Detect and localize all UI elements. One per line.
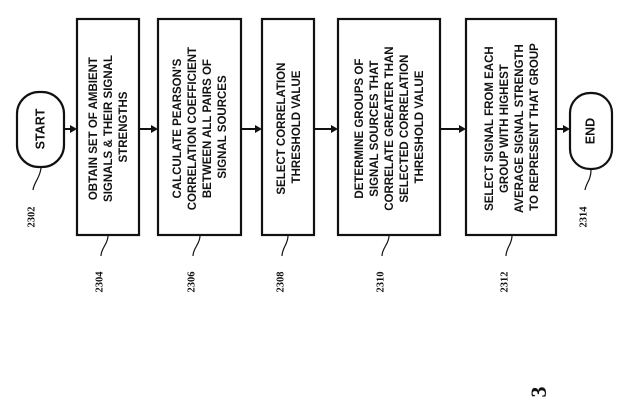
start-terminal: START bbox=[15, 90, 66, 169]
step-line: SIGNAL SOURCES bbox=[217, 75, 229, 179]
figure-label: 3 bbox=[526, 387, 551, 398]
step-line: CALCULATE PEARSON'S bbox=[172, 58, 184, 198]
start-ref-leader bbox=[32, 167, 42, 191]
step-box-2308: SELECT CORRELATION THRESHOLD VALUE bbox=[260, 17, 316, 237]
step-line: THRESHOLD VALUE bbox=[291, 70, 303, 183]
step-line: STRENGTHS bbox=[118, 91, 130, 162]
start-terminal-label: START bbox=[33, 108, 47, 149]
step-box-2306-shape bbox=[156, 17, 243, 237]
ref-leader-2304 bbox=[100, 235, 109, 257]
end-terminal-label: END bbox=[583, 118, 597, 144]
ref-number-2312: 2312 bbox=[499, 272, 510, 293]
end-ref-number: 2314 bbox=[578, 206, 589, 228]
step-line: DETERMINE GROUPS OF bbox=[354, 59, 366, 199]
step-box-2310-text: DETERMINE GROUPS OF SIGNAL SOURCES THAT … bbox=[354, 43, 426, 211]
end-terminal-shape bbox=[568, 91, 614, 171]
step-line: SELECT SIGNAL FROM EACH bbox=[484, 46, 496, 211]
step-box-2308-shape bbox=[260, 17, 316, 237]
arrow-2308-to-2310 bbox=[314, 125, 338, 133]
ref-leader-2312 bbox=[505, 235, 513, 257]
arrow-start-to-2304 bbox=[64, 125, 77, 133]
arrow-2304-to-2306 bbox=[139, 125, 158, 133]
ref-number-2310: 2310 bbox=[375, 272, 386, 293]
step-line: CORRELATE GREATER THAN bbox=[384, 46, 396, 210]
ref-leader-2306 bbox=[192, 235, 201, 257]
step-line: BETWEEN ALL PAIRS OF bbox=[202, 59, 214, 198]
end-ref-leader bbox=[584, 169, 592, 191]
step-box-2312: SELECT SIGNAL FROM EACH GROUP WITH HIGHE… bbox=[464, 17, 558, 237]
step-line: CORRELATION COEFFICIENT bbox=[187, 47, 199, 210]
step-line: AVERAGE SIGNAL STRENGTH bbox=[514, 44, 526, 213]
step-box-2310: DETERMINE GROUPS OF SIGNAL SOURCES THAT … bbox=[336, 17, 442, 237]
step-line: THRESHOLD VALUE bbox=[414, 70, 426, 183]
step-box-2306-text: CALCULATE PEARSON'S CORRELATION COEFFICI… bbox=[172, 44, 229, 211]
arrow-2312-to-end bbox=[556, 125, 570, 133]
ref-leader-2310 bbox=[381, 235, 390, 257]
step-box-2304-text: OBTAIN SET OF AMBIENT SIGNALS & THEIR SI… bbox=[88, 52, 130, 202]
ref-leader-2308 bbox=[281, 235, 289, 257]
step-line: SIGNAL SOURCES THAT bbox=[369, 60, 381, 196]
step-line: SIGNALS & THEIR SIGNAL bbox=[103, 55, 115, 202]
step-box-2312-text: SELECT SIGNAL FROM EACH GROUP WITH HIGHE… bbox=[484, 41, 541, 213]
step-box-2312-shape bbox=[464, 17, 558, 237]
step-box-2308-text: SELECT CORRELATION THRESHOLD VALUE bbox=[276, 59, 303, 194]
step-line: TO REPRESENT THAT GROUP bbox=[529, 43, 541, 211]
ref-number-2308: 2308 bbox=[275, 272, 286, 293]
arrow-2310-to-2312 bbox=[440, 125, 466, 133]
step-line: GROUP WITH HIGHEST bbox=[499, 64, 511, 193]
ref-number-2304: 2304 bbox=[94, 271, 105, 293]
step-box-2304: OBTAIN SET OF AMBIENT SIGNALS & THEIR SI… bbox=[75, 17, 141, 237]
step-line: OBTAIN SET OF AMBIENT bbox=[88, 57, 100, 200]
step-line: SELECT CORRELATION bbox=[276, 63, 288, 195]
step-box-2304-shape bbox=[75, 17, 141, 237]
ref-number-2306: 2306 bbox=[186, 272, 197, 293]
arrow-2306-to-2308 bbox=[241, 125, 262, 133]
start-ref-number: 2302 bbox=[26, 207, 37, 228]
end-terminal: END bbox=[568, 91, 614, 171]
step-box-2306: CALCULATE PEARSON'S CORRELATION COEFFICI… bbox=[156, 17, 243, 237]
step-line: SELECTED CORRELATION bbox=[399, 55, 411, 203]
step-box-2310-shape bbox=[336, 17, 442, 237]
